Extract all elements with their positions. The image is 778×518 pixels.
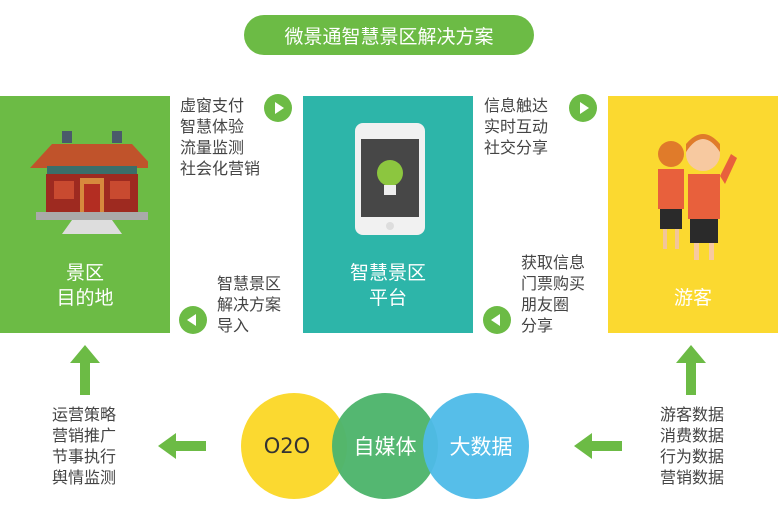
- play-right-button[interactable]: [264, 94, 292, 122]
- panel-smart-platform: 智慧景区 平台: [303, 96, 473, 333]
- play-left-button[interactable]: [179, 306, 207, 334]
- arrow-up-icon: [676, 345, 706, 395]
- arrow-left-icon: [574, 433, 622, 459]
- page-title: 微景通智慧景区解决方案: [244, 15, 534, 55]
- smartphone-bulb-icon: [355, 123, 425, 235]
- circle-o2o: O2O: [241, 393, 347, 499]
- arrow-up-icon: [70, 345, 100, 395]
- flow-text-platform-to-tourists: 信息触达 实时互动 社交分享: [484, 96, 549, 157]
- play-left-icon: [187, 314, 196, 326]
- flow-text-platform-to-destination: 智慧景区 解决方案 导入: [217, 274, 282, 335]
- tourists-icon: [658, 134, 737, 260]
- play-left-icon: [491, 314, 500, 326]
- arrow-left-icon: [158, 433, 206, 459]
- temple-icon: [30, 131, 148, 234]
- data-list: 游客数据 消费数据 行为数据 营销数据: [660, 405, 725, 487]
- panel-tourists: 游客: [608, 96, 778, 333]
- panel-label-line: 景区: [65, 262, 104, 284]
- panel-label-line: 智慧景区: [349, 262, 426, 284]
- play-right-button[interactable]: [569, 94, 597, 122]
- operations-list: 运营策略 营销推广 节事执行 舆情监测: [52, 405, 117, 487]
- panel-label-line: 游客: [673, 287, 712, 309]
- circle-big-data: 大数据: [423, 393, 529, 499]
- play-right-icon: [580, 102, 589, 114]
- flow-text-destination-to-platform: 虚窗支付 智慧体验 流量监测 社会化营销: [180, 96, 261, 178]
- flow-text-tourists-to-platform: 获取信息 门票购买 朋友圈 分享: [521, 253, 586, 335]
- panel-label-line: 目的地: [56, 287, 114, 309]
- circle-label: O2O: [263, 434, 311, 458]
- circle-label: 自媒体: [353, 435, 417, 459]
- play-left-button[interactable]: [483, 306, 511, 334]
- panel-label-line: 平台: [368, 287, 407, 309]
- play-right-icon: [275, 102, 284, 114]
- panel-scenic-destination: 景区 目的地: [0, 96, 170, 333]
- circle-we-media: 自媒体: [332, 393, 438, 499]
- circle-label: 大数据: [449, 435, 513, 459]
